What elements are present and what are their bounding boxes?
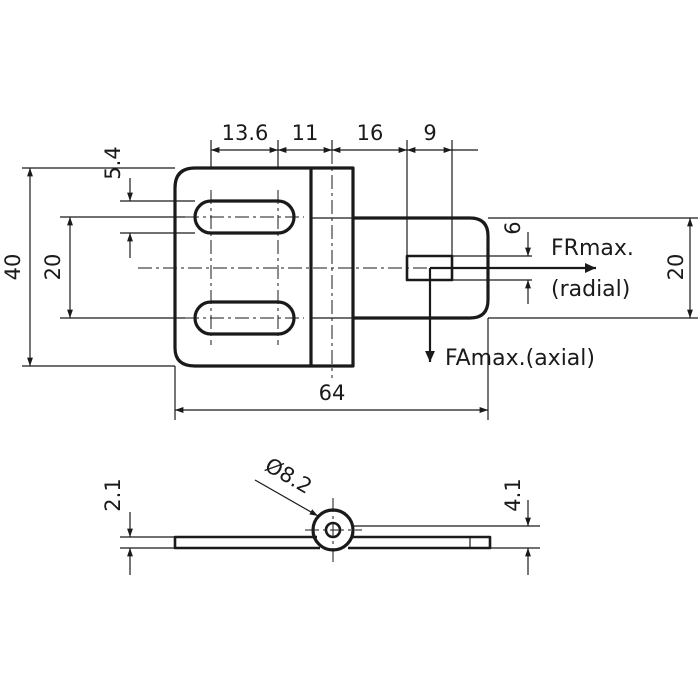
dimension-lines	[27, 147, 693, 413]
force-labels: FRmax. (radial) FAmax.(axial)	[445, 236, 634, 371]
dim-4-1: 4.1	[501, 478, 525, 511]
diameter-leader	[254, 479, 319, 517]
dim-20-right: 20	[664, 254, 688, 281]
dim-9: 9	[423, 121, 436, 145]
dim-5-4: 5.4	[101, 146, 125, 179]
top-view	[138, 150, 545, 378]
dim-2-1: 2.1	[101, 478, 125, 511]
radial-force-label: FRmax.	[551, 236, 634, 261]
dimension-texts: 13.6 11 16 9 40 20 5.4 6 20 64	[1, 121, 688, 405]
axial-force-label: FAmax.(axial)	[445, 346, 595, 371]
side-view	[173, 498, 492, 562]
dim-64: 64	[319, 381, 346, 405]
radial-force-sublabel: (radial)	[551, 277, 630, 302]
dim-40: 40	[1, 254, 25, 281]
left-leaf-outline	[173, 166, 355, 368]
side-left-leaf	[173, 535, 320, 550]
dim-6: 6	[501, 221, 525, 234]
dim-13-6: 13.6	[222, 121, 269, 145]
dim-16: 16	[357, 121, 384, 145]
force-arrows	[425, 263, 596, 362]
dim-11: 11	[292, 121, 319, 145]
side-right-leaf	[348, 535, 492, 550]
dim-diameter-8-2: Ø8.2	[261, 453, 316, 499]
dim-20-left: 20	[41, 254, 65, 281]
extension-lines	[22, 140, 698, 420]
